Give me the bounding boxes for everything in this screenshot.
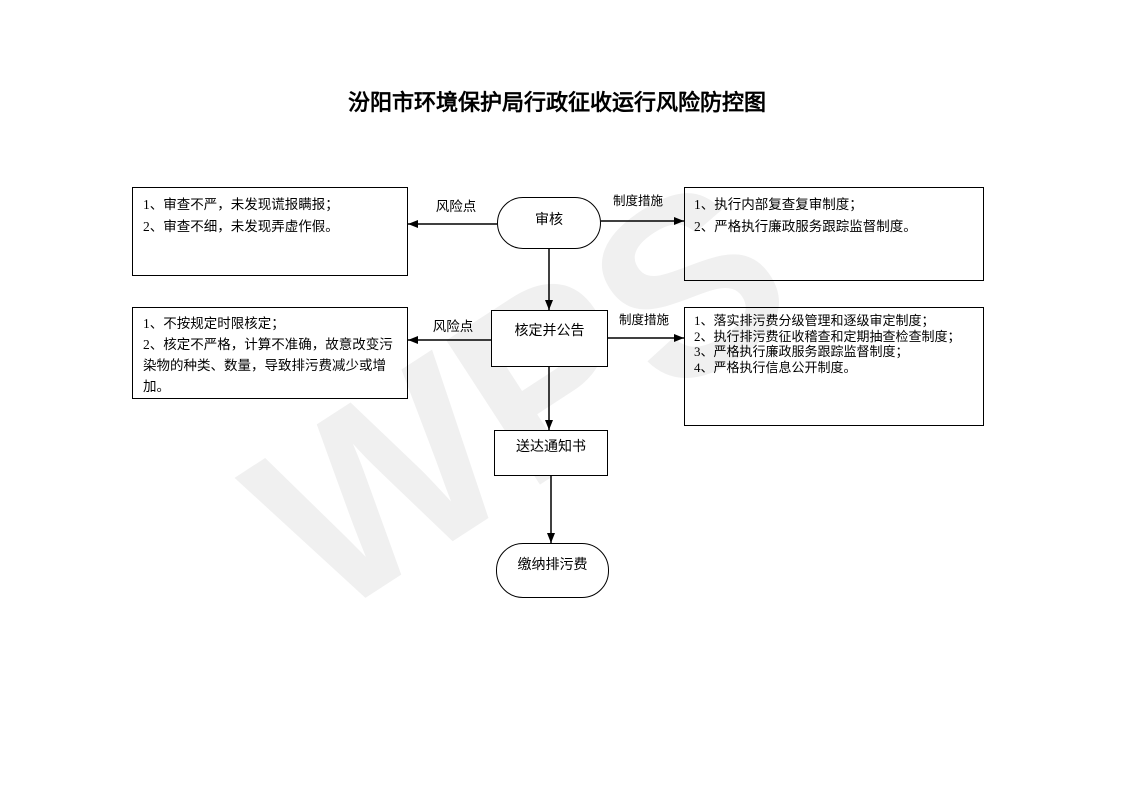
notify-node: 送达通知书 (494, 430, 608, 476)
measure-item: 1、落实排污费分级管理和逐级审定制度； (694, 313, 935, 328)
pay-node: 缴纳排污费 (496, 543, 609, 598)
pay-node-label: 缴纳排污费 (517, 558, 588, 573)
approve-measure-label: 制度措施 (618, 313, 669, 327)
risk-item: 染物的种类、数量，导致排污费减少或增 (143, 358, 386, 373)
risk-item: 2、审查不细，未发现弄虚作假。 (143, 219, 339, 234)
review-risk-label: 风险点 (435, 199, 477, 214)
risk-item: 1、不按规定时限核定； (143, 316, 285, 331)
risk-item: 加。 (143, 379, 170, 394)
approve-risk-label: 风险点 (432, 319, 474, 334)
review-measure-box: 1、执行内部复查复审制度； 2、严格执行廉政服务跟踪监督制度。 (684, 187, 984, 281)
approve-node: 核定并公告 (491, 310, 608, 367)
review-measure-label: 制度措施 (612, 194, 663, 208)
review-node-label: 审核 (535, 213, 563, 228)
measure-item: 4、严格执行信息公开制度。 (694, 360, 857, 376)
risk-item: 2、核定不严格，计算不准确，故意改变污 (143, 337, 393, 352)
measure-item: 1、执行内部复查复审制度； (694, 197, 863, 212)
notify-node-label: 送达通知书 (516, 440, 586, 455)
measure-item: 3、严格执行廉政服务跟踪监督制度； (694, 344, 909, 360)
approve-risk-box: 1、不按规定时限核定； 2、核定不严格，计算不准确，故意改变污 染物的种类、数量… (132, 307, 408, 399)
risk-item: 1、审查不严，未发现谎报瞒报； (143, 197, 339, 212)
approve-node-label: 核定并公告 (514, 324, 585, 339)
measure-item: 2、执行排污费征收稽查和定期抽查检查制度； (694, 328, 961, 344)
review-node: 审核 (497, 197, 601, 249)
page-title: 汾阳市环境保护局行政征收运行风险防控图 (347, 90, 766, 115)
review-risk-box: 1、审查不严，未发现谎报瞒报； 2、审查不细，未发现弄虚作假。 (132, 187, 408, 276)
approve-measure-box: 1、落实排污费分级管理和逐级审定制度； 2、执行排污费征收稽查和定期抽查检查制度… (684, 307, 984, 426)
measure-item: 2、严格执行廉政服务跟踪监督制度。 (694, 219, 917, 234)
